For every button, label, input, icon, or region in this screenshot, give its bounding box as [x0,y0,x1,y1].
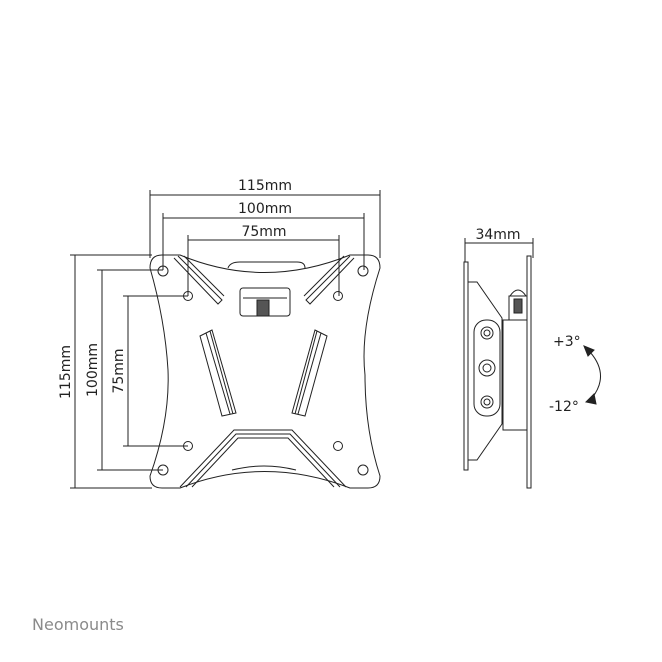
label-width-100: 100mm [238,201,292,217]
arrow-up-icon [583,345,595,357]
hole [357,464,369,476]
label-tilt-up: +3° [553,334,581,350]
label-tilt-down: -12° [549,399,579,415]
label-height-100: 100mm [85,343,101,397]
hole [183,441,193,451]
tv-plate [526,255,532,489]
tilt-arrow-arc [589,351,601,399]
slot [291,329,328,417]
hole [333,441,343,451]
front-view [70,190,381,489]
front-plate [149,254,381,489]
label-height-75: 75mm [111,348,127,393]
wall-plate [463,261,469,471]
label-width-115: 115mm [238,178,292,194]
pivot-bracket [473,319,501,417]
hole [157,265,169,277]
hole [183,291,193,301]
hole [333,291,343,301]
hole [357,265,369,277]
label-width-75: 75mm [241,224,286,240]
slot [199,329,237,417]
arrow-down-icon [584,392,597,405]
label-height-115: 115mm [58,345,74,399]
hole [157,464,169,476]
brand-logo: Neomounts [32,615,124,634]
label-depth: 34mm [475,227,520,243]
side-view [463,238,601,489]
arm [502,319,528,431]
